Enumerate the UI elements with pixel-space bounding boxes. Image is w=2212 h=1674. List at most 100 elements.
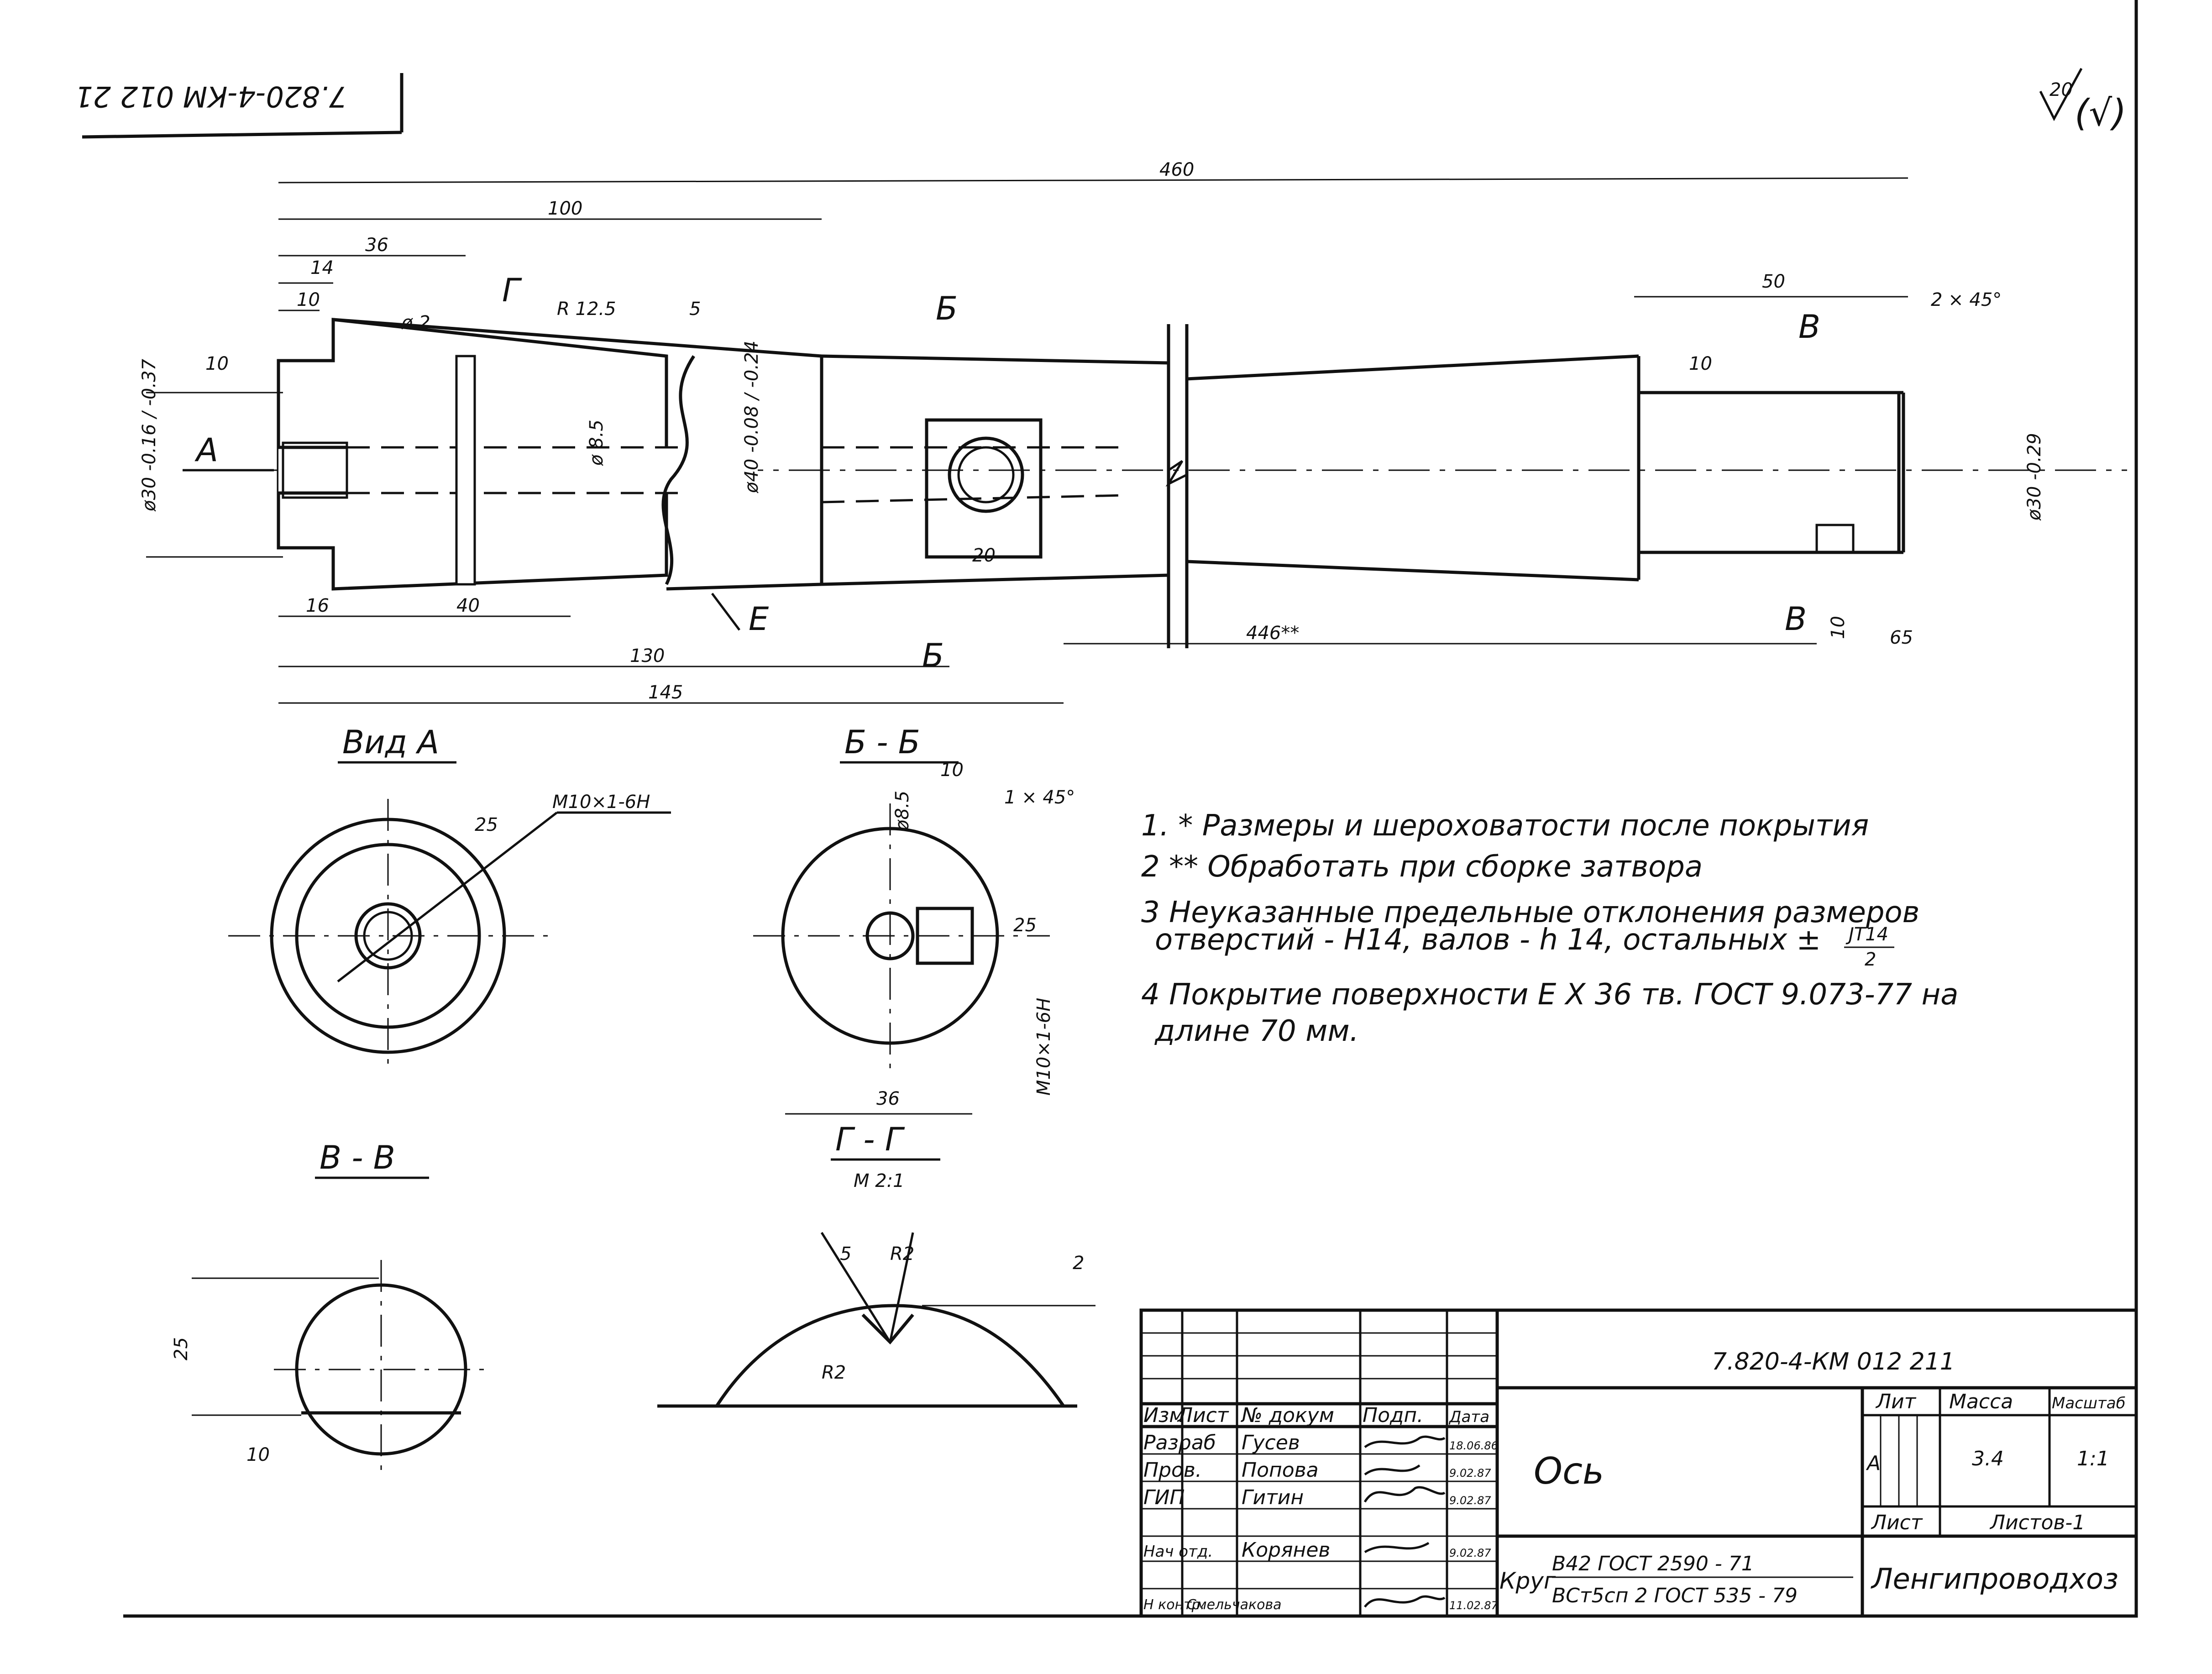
svg-text:М 2:1: М 2:1	[854, 1170, 905, 1191]
section-bb: Б - Б ø8.5 10 1 × 45° 36 М10×1-6Н 25	[753, 724, 1075, 1115]
svg-text:М10×1-6Н: М10×1-6Н	[552, 792, 650, 813]
svg-text:446**: 446**	[1246, 623, 1299, 644]
svg-text:Нач отд.: Нач отд.	[1143, 1543, 1213, 1561]
svg-text:Изм: Изм	[1143, 1404, 1185, 1427]
technical-notes: 1. * Размеры и шероховатости после покры…	[1141, 809, 1959, 1048]
svg-text:10: 10	[297, 289, 320, 310]
svg-text:1. * Размеры и шероховатости п: 1. * Размеры и шероховатости после покры…	[1141, 809, 1869, 843]
cross-block	[925, 418, 1043, 559]
svg-text:10: 10	[1689, 353, 1712, 374]
svg-text:ø30 -0.29: ø30 -0.29	[2024, 433, 2045, 521]
svg-text:отверстий - Н14, валов - h 14,: отверстий - Н14, валов - h 14, остальных…	[1155, 923, 1821, 957]
svg-text:JT14: JT14	[1845, 924, 1888, 945]
svg-text:36: 36	[365, 235, 388, 256]
svg-text:Г - Г: Г - Г	[835, 1121, 905, 1158]
svg-text:16: 16	[306, 595, 329, 616]
svg-text:R 12.5: R 12.5	[557, 299, 616, 320]
main-dimensions: 460 100 36 14 10 ø 2 R 12.5 5 50 2 × 45°…	[139, 159, 2045, 704]
svg-text:Масштаб: Масштаб	[2052, 1394, 2126, 1412]
svg-text:460: 460	[1159, 159, 1194, 180]
svg-text:1 × 45°: 1 × 45°	[1004, 787, 1075, 808]
section-gg: Г - Г М 2:1 5 R2 R2 2	[657, 1121, 1096, 1408]
svg-text:50: 50	[1762, 271, 1785, 292]
svg-text:М10×1-6Н: М10×1-6Н	[1033, 998, 1054, 1096]
corner-stamp-line	[82, 131, 402, 139]
svg-text:20: 20	[972, 545, 996, 566]
svg-text:Масса: Масса	[1949, 1390, 2013, 1413]
svg-text:Корянев: Корянев	[1242, 1538, 1330, 1562]
svg-text:1:1: 1:1	[2077, 1447, 2109, 1470]
svg-text:R2: R2	[890, 1244, 914, 1265]
svg-text:5: 5	[689, 299, 701, 320]
svg-text:Попова: Попова	[1242, 1459, 1319, 1482]
svg-text:145: 145	[648, 682, 683, 703]
svg-text:Гусев: Гусев	[1242, 1431, 1300, 1454]
svg-text:Лит: Лит	[1875, 1390, 1917, 1413]
svg-text:Ленгипроводхоз: Ленгипроводхоз	[1871, 1562, 2118, 1595]
svg-text:130: 130	[630, 645, 665, 666]
svg-text:ø 2: ø 2	[401, 312, 430, 333]
svg-text:25: 25	[171, 1337, 192, 1360]
svg-text:Б: Б	[922, 637, 944, 674]
drawing-code-mirrored: 7.820-4-КМ 012 21	[75, 80, 347, 113]
shaft-left-section	[277, 318, 668, 591]
svg-text:ВСт5сп 2 ГОСТ 535 - 79: ВСт5сп 2 ГОСТ 535 - 79	[1552, 1584, 1798, 1607]
svg-text:4 Покрытие поверхности Е Х 36: 4 Покрытие поверхности Е Х 36 тв. ГОСТ 9…	[1141, 978, 1959, 1012]
svg-text:ø8.5: ø8.5	[892, 791, 913, 831]
svg-text:3.4: 3.4	[1972, 1447, 2004, 1470]
svg-text:14: 14	[310, 257, 334, 278]
svg-text:длине 70 мм.: длине 70 мм.	[1154, 1014, 1359, 1048]
svg-text:2: 2	[1865, 949, 1876, 970]
svg-text:А: А	[1866, 1452, 1881, 1475]
svg-text:20: 20	[2050, 79, 2073, 100]
svg-text:3 Неуказанные предельные откло: 3 Неуказанные предельные отклонения разм…	[1141, 896, 1919, 929]
svg-text:В - В: В - В	[320, 1139, 395, 1176]
svg-text:В: В	[1785, 600, 1807, 638]
svg-text:Гитин: Гитин	[1242, 1486, 1304, 1509]
svg-text:Г: Г	[502, 272, 522, 309]
svg-text:10: 10	[1828, 616, 1849, 639]
svg-text:11.02.87: 11.02.87	[1449, 1599, 1499, 1612]
svg-text:ø30 -0.16 / -0.37: ø30 -0.16 / -0.37	[139, 358, 160, 512]
svg-text:Листов-1: Листов-1	[1989, 1511, 2085, 1534]
svg-text:36: 36	[876, 1088, 900, 1109]
svg-text:ГИП: ГИП	[1143, 1486, 1185, 1509]
svg-text:2: 2	[1073, 1253, 1084, 1274]
svg-text:(√): (√)	[2075, 92, 2126, 134]
svg-text:9.02.87: 9.02.87	[1449, 1547, 1491, 1559]
svg-text:5: 5	[840, 1244, 851, 1265]
svg-text:В42 ГОСТ 2590 - 71: В42 ГОСТ 2590 - 71	[1552, 1552, 1754, 1575]
svg-text:25: 25	[1013, 915, 1037, 936]
svg-text:9.02.87: 9.02.87	[1449, 1494, 1491, 1507]
svg-text:Смельчакова: Смельчакова	[1187, 1597, 1282, 1613]
svg-text:18.06.86: 18.06.86	[1449, 1439, 1498, 1452]
svg-text:10: 10	[246, 1444, 270, 1465]
svg-text:Лист: Лист	[1177, 1404, 1229, 1427]
title-block: Изм Лист № докум Подп. Дата Разраб Гусев…	[1139, 1308, 2138, 1618]
svg-text:Разраб: Разраб	[1143, 1431, 1216, 1454]
svg-text:№ докум: № докум	[1240, 1404, 1334, 1427]
svg-text:2 × 45°: 2 × 45°	[1931, 289, 2002, 310]
svg-text:А: А	[194, 431, 218, 469]
svg-text:Е: Е	[749, 600, 769, 638]
svg-text:9.02.87: 9.02.87	[1449, 1467, 1491, 1480]
svg-text:Вид А: Вид А	[342, 724, 439, 761]
svg-text:Подп.: Подп.	[1363, 1404, 1423, 1427]
svg-text:ø40 -0.08 / -0.24: ø40 -0.08 / -0.24	[741, 341, 762, 493]
svg-text:10: 10	[205, 353, 229, 374]
view-a: Вид А М10×1-6Н 25	[228, 724, 671, 1073]
section-vv: В - В 25 10	[171, 1139, 493, 1479]
svg-text:В: В	[1798, 308, 1820, 346]
shaft-main-view	[256, 318, 2127, 648]
svg-text:100: 100	[548, 198, 582, 219]
svg-text:Дата: Дата	[1448, 1408, 1489, 1426]
svg-text:Круг: Круг	[1499, 1568, 1556, 1594]
svg-text:2 ** Обработать при сборке зат: 2 ** Обработать при сборке затвора	[1141, 850, 1703, 884]
svg-text:65: 65	[1890, 627, 1913, 648]
svg-text:Пров.: Пров.	[1143, 1459, 1202, 1482]
svg-text:Б: Б	[936, 290, 958, 327]
general-roughness-mark: 20 (√)	[2039, 68, 2126, 134]
svg-text:Н контр.: Н контр.	[1143, 1597, 1205, 1613]
svg-text:10: 10	[940, 760, 964, 781]
